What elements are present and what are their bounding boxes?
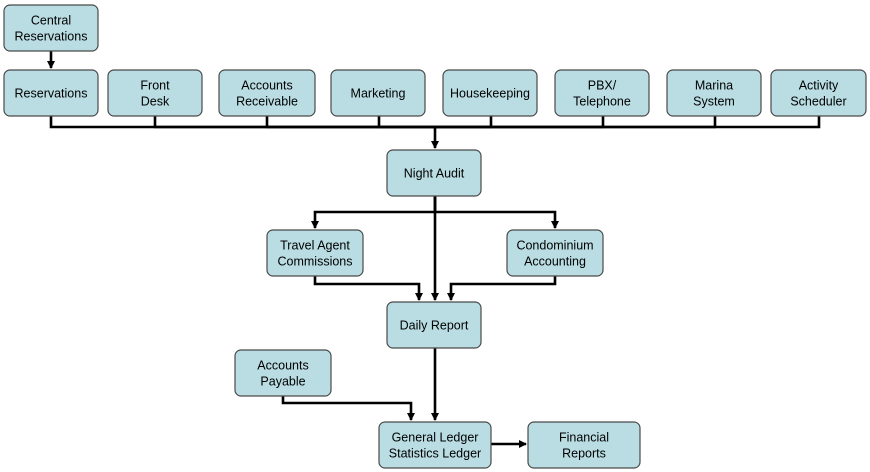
node-label-line: Condominium — [516, 239, 593, 253]
node-box — [527, 421, 641, 469]
nodes: CentralReservationsReservationsFrontDesk… — [3, 4, 867, 469]
node-label-line: Reservations — [15, 30, 88, 44]
node-box — [330, 69, 426, 117]
node-label-line: System — [693, 95, 735, 109]
node-box — [386, 149, 482, 197]
node-label-line: Desk — [141, 95, 170, 109]
node-reservations: Reservations — [3, 69, 99, 117]
node-label-line: Payable — [260, 375, 305, 389]
node-label-line: Receivable — [236, 95, 298, 109]
node-label-line: Reservations — [15, 87, 88, 101]
node-box — [3, 4, 99, 52]
connector-night-audit-to-travel-agent-commissions — [311, 196, 437, 229]
node-box — [442, 69, 538, 117]
connector-reservations-to-night-audit — [49, 116, 435, 129]
node-label-line: Telephone — [573, 95, 631, 109]
connector-marketing-to-night-audit — [377, 116, 435, 129]
node-box — [218, 69, 316, 117]
node-box — [378, 421, 492, 469]
connector-activity-scheduler-to-night-audit — [435, 116, 821, 129]
node-label-line: Statistics Ledger — [389, 447, 481, 461]
node-label-line: Front — [140, 79, 170, 93]
node-label-line: Accounting — [524, 255, 586, 269]
node-label-line: Daily Report — [400, 319, 469, 333]
node-label-line: Accounts — [257, 359, 308, 373]
connector-marina-system-to-night-audit — [435, 116, 717, 129]
node-box — [770, 69, 867, 117]
node-pbx-telephone: PBX/Telephone — [554, 69, 650, 117]
node-box — [506, 229, 604, 277]
connector-accounts-payable-to-general-ledger — [281, 396, 415, 421]
node-box — [3, 69, 99, 117]
node-label-line: Scheduler — [790, 95, 846, 109]
node-label-line: PBX/ — [588, 79, 617, 93]
node-box — [666, 69, 762, 117]
node-label-line: Reports — [562, 447, 606, 461]
node-label-line: Central — [31, 14, 71, 28]
connector-night-audit-to-condominium-accounting — [433, 196, 559, 229]
node-label-line: Marketing — [351, 87, 406, 101]
node-housekeeping: Housekeeping — [442, 69, 538, 117]
node-box — [386, 301, 482, 349]
node-daily-report: Daily Report — [386, 301, 482, 349]
node-label-line: Financial — [559, 431, 609, 445]
node-box — [266, 229, 364, 277]
connector-travel-agent-commissions-to-daily-report — [313, 276, 423, 301]
node-box — [554, 69, 650, 117]
connector-front-desk-to-night-audit — [153, 116, 435, 129]
node-label-line: Night Audit — [404, 167, 465, 181]
node-label-line: Commissions — [277, 255, 352, 269]
node-label-line: Activity — [799, 79, 839, 93]
connectors — [47, 51, 821, 448]
node-label-line: Marina — [695, 79, 733, 93]
node-label-line: Housekeeping — [450, 87, 530, 101]
node-label-line: Travel Agent — [280, 239, 350, 253]
connector-condominium-accounting-to-daily-report — [447, 276, 557, 301]
connector-housekeeping-to-night-audit — [431, 116, 493, 149]
connector-accounts-receivable-to-night-audit — [265, 116, 435, 129]
node-label-line: Accounts — [241, 79, 292, 93]
node-night-audit: Night Audit — [386, 149, 482, 197]
connector-pbx-telephone-to-night-audit — [435, 116, 605, 129]
node-box — [234, 349, 332, 397]
node-box — [107, 69, 203, 117]
node-label-line: General Ledger — [392, 431, 479, 445]
node-marketing: Marketing — [330, 69, 426, 117]
